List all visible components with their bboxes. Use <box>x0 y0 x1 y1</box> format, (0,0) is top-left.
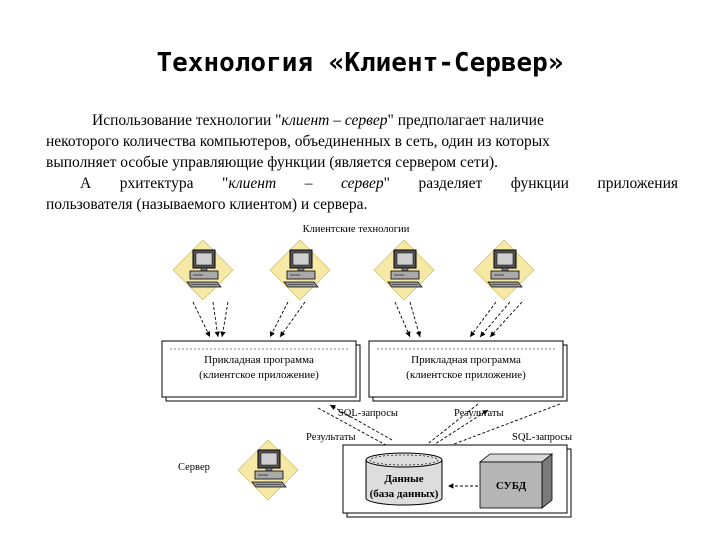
client-computer-1-icon <box>172 239 234 301</box>
paragraph1-suffix: " предполагает наличие <box>387 112 544 129</box>
database-title: Данные <box>384 473 423 485</box>
dbms-label: СУБД <box>496 480 527 492</box>
client-computer-4-icon <box>473 239 535 301</box>
client-computer-3-icon <box>373 239 435 301</box>
app-box-right-subtitle: (клиентское приложение) <box>406 369 526 381</box>
dbms-box: СУБД <box>478 453 554 509</box>
client-computer-2-icon <box>269 239 331 301</box>
app-box-left: Прикладная программа (клиентское приложе… <box>161 340 361 402</box>
results-left-label: Результаты <box>306 432 356 443</box>
intro-paragraph: Использование технологии "клиент – серве… <box>46 110 678 173</box>
clients-label: Клиентские технологии <box>303 224 410 235</box>
paragraph2-prefix: А рхитектура " <box>80 175 229 192</box>
server-computer-icon <box>237 439 299 501</box>
paragraph1-line2: некоторого количества компьютеров, объед… <box>46 133 550 150</box>
server-label: Сервер <box>178 462 210 473</box>
paragraph1-line3: выполняет особые управляющие функции (яв… <box>46 154 499 171</box>
architecture-paragraph: А рхитектура "клиент – сервер" разделяет… <box>46 173 678 215</box>
client-arrows <box>192 301 523 338</box>
paragraph2-line2: пользователя (называемого клиентом) и се… <box>46 196 368 213</box>
sql-requests-top-label: SQL-запросы <box>338 408 398 419</box>
database-subtitle: (база данных) <box>370 488 439 500</box>
app-box-right-title: Прикладная программа <box>411 354 521 366</box>
paragraph2-emphasis: клиент – сервер <box>228 175 384 192</box>
app-box-left-title: Прикладная программа <box>204 354 314 366</box>
sql-requests-right-label: SQL-запросы <box>512 432 572 443</box>
page-title: Технология «Клиент-Сервер» <box>156 48 564 78</box>
app-box-right: Прикладная программа (клиентское приложе… <box>368 340 568 402</box>
paragraph1-prefix: Использование технологии " <box>92 112 282 129</box>
paragraph2-suffix: " разделяет функции приложения <box>383 175 679 192</box>
paragraph1-emphasis: клиент – сервер <box>281 112 388 129</box>
results-top-label: Результаты <box>454 408 504 419</box>
app-box-left-subtitle: (клиентское приложение) <box>199 369 319 381</box>
database-cylinder-icon: Данные (база данных) <box>365 452 443 506</box>
